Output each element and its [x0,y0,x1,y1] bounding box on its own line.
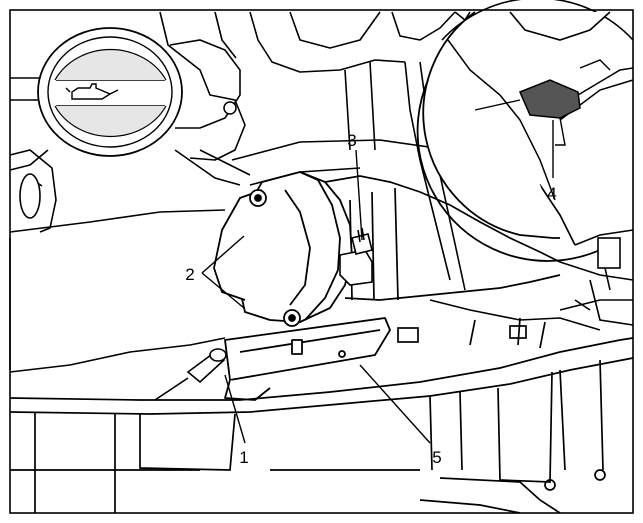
detail-magnifier [416,0,634,262]
lower-rail [9,317,634,514]
leader-line-3 [355,149,363,241]
leader-line-2a [201,235,245,274]
leader-line-1 [224,374,246,444]
callout-4: 4 [547,184,556,203]
right-components [429,229,634,331]
callout-3: 3 [347,131,356,150]
left-hoses [9,149,226,373]
callout-1: 1 [239,448,248,467]
sensor-connector [339,227,373,286]
coolant-connector [154,348,227,401]
leader-lines [201,120,554,444]
throttle-body [213,171,391,401]
leader-line-2b [201,272,245,309]
callout-labels: 1 2 3 4 5 [185,131,556,467]
callout-5: 5 [432,448,441,467]
leader-line-5 [359,364,431,444]
oil-filler-cap [37,27,241,186]
callout-2: 2 [185,265,194,284]
oil-can-icon [65,83,119,100]
intake-hose [324,174,576,301]
